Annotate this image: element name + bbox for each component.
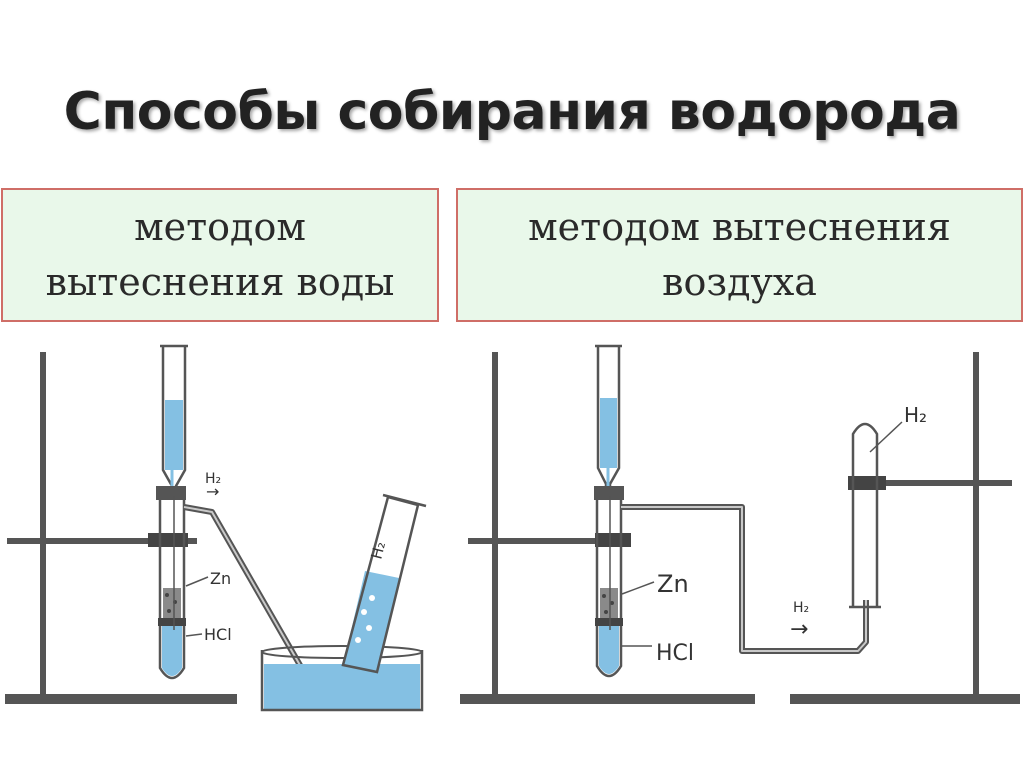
left-test-tube: [158, 496, 186, 680]
left-zinc-granules: [163, 588, 181, 618]
left-apparatus: H₂ → Zn HCl H₂: [5, 344, 427, 712]
right-stopper: [594, 486, 624, 500]
right-collecting-tube: [849, 422, 881, 609]
left-zn-label: Zn: [210, 569, 231, 588]
method-air-line1: методом вытеснения: [528, 205, 951, 249]
right-h2-arrow: →: [790, 617, 808, 642]
method-air-box: методом вытеснения воздуха: [456, 188, 1023, 322]
left-hcl-label: HCl: [204, 625, 232, 644]
apparatus-illustration: H₂ → Zn HCl H₂: [5, 344, 1020, 712]
left-stand: [5, 352, 237, 704]
left-collected-h2-label: H₂: [367, 540, 389, 561]
right-dropping-funnel: [595, 344, 622, 492]
left-water-trough: [260, 645, 424, 712]
right-zn-label: Zn: [657, 570, 689, 598]
left-h2-arrow: →: [206, 482, 219, 501]
method-water-line2: вытеснения воды: [45, 260, 395, 304]
right-apparatus: H₂ → Zn HCl H₂: [460, 344, 1020, 704]
left-h2-label: H₂: [205, 471, 221, 487]
left-collecting-tube: [341, 493, 427, 674]
right-collected-h2-label: H₂: [904, 403, 927, 427]
left-stopper: [156, 486, 186, 500]
right-zinc-granules: [600, 588, 618, 618]
method-water-line1: методом: [134, 205, 306, 249]
right-test-tube: [595, 496, 623, 678]
method-water-box: методом вытеснения воды: [1, 188, 439, 322]
right-h2-label: H₂: [793, 600, 809, 616]
page-title: Способы собирания водорода: [63, 82, 961, 142]
method-air-line2: воздуха: [662, 260, 817, 304]
left-dropping-funnel: [160, 344, 188, 492]
right-hcl-label: HCl: [656, 641, 694, 666]
